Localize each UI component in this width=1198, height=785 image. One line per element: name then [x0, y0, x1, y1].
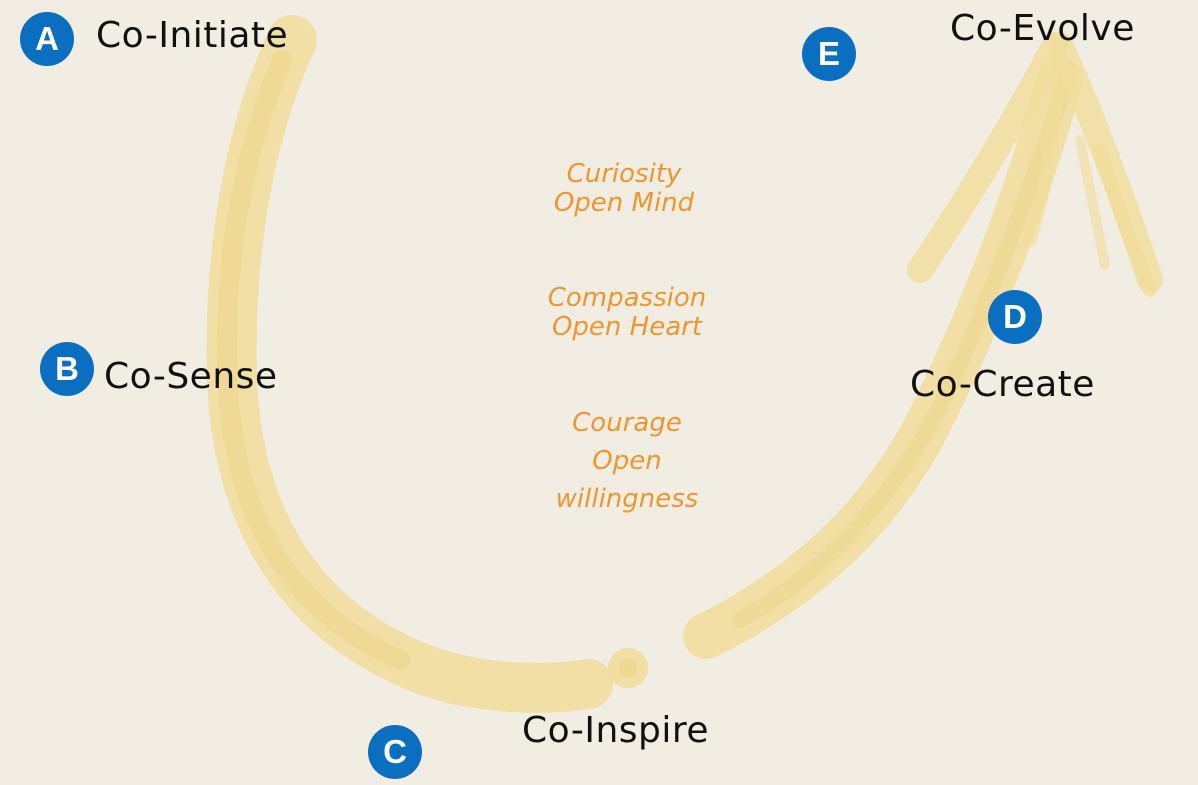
label-co-inspire: Co-Inspire	[522, 710, 710, 751]
quality-courage: Courage	[572, 408, 682, 438]
quality-open-heart-text: Open Heart	[551, 312, 703, 342]
quality-open-mind-text: Open Mind	[553, 188, 695, 218]
quality-open-will: Courage Open willingness	[487, 404, 767, 518]
quality-open-mind: Curiosity Open Mind	[484, 160, 764, 218]
badge-d: D	[988, 290, 1042, 344]
quality-open-heart: Compassion Open Heart	[487, 284, 767, 342]
quality-compassion: Compassion	[547, 283, 707, 313]
badge-e-letter: E	[817, 35, 840, 72]
badge-a-letter: A	[35, 20, 59, 57]
quality-curiosity: Curiosity	[566, 159, 682, 189]
badge-c-letter: C	[383, 733, 407, 770]
quality-open: Open	[592, 446, 662, 476]
label-co-sense: Co-Sense	[104, 356, 278, 397]
badge-e: E	[802, 27, 856, 81]
label-co-create: Co-Create	[910, 364, 1095, 405]
badge-d-letter: D	[1003, 298, 1027, 335]
badge-a: A	[20, 12, 74, 66]
badge-b-letter: B	[55, 350, 79, 387]
badge-c: C	[368, 725, 422, 779]
quality-willingness: willingness	[555, 484, 699, 514]
label-co-initiate: Co-Initiate	[96, 15, 289, 56]
badge-b: B	[40, 342, 94, 396]
label-co-evolve: Co-Evolve	[950, 8, 1135, 49]
